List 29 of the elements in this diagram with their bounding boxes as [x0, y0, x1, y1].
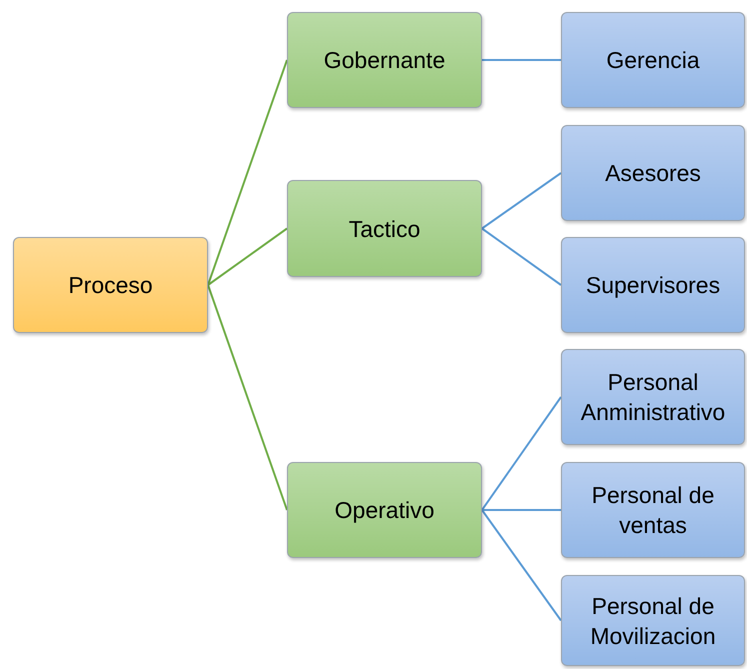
- node-label: Personal Anministrativo: [580, 368, 726, 427]
- connector-line: [207, 284, 288, 510]
- node-box: [561, 12, 745, 108]
- node-label: Supervisores: [584, 271, 722, 300]
- node-label: Proceso: [67, 271, 154, 300]
- node-label: Tactico: [348, 214, 422, 244]
- connector-line: [481, 228, 562, 286]
- node-box: [561, 575, 745, 666]
- connector-line: [207, 60, 288, 286]
- node-box: [561, 125, 745, 221]
- node-label: Asesores: [604, 159, 702, 188]
- node-label: Gerencia: [605, 46, 701, 75]
- node-box: [287, 180, 482, 277]
- node-box: [561, 462, 745, 558]
- node-box: [561, 349, 745, 445]
- node-box: [13, 237, 208, 333]
- connector-line: [481, 509, 562, 622]
- node-label: Personal de Movilizacion: [589, 592, 717, 650]
- connector-line: [481, 172, 562, 230]
- connector-line: [482, 59, 561, 61]
- connector-line: [481, 396, 562, 511]
- node-box: [287, 12, 482, 108]
- node-box: [287, 462, 482, 558]
- node-box: [561, 237, 745, 333]
- node-label: Operativo: [334, 496, 436, 525]
- connector-line: [207, 228, 288, 286]
- node-label: Personal de ventas: [590, 481, 716, 540]
- connector-line: [482, 509, 561, 511]
- node-label: Gobernante: [322, 46, 446, 75]
